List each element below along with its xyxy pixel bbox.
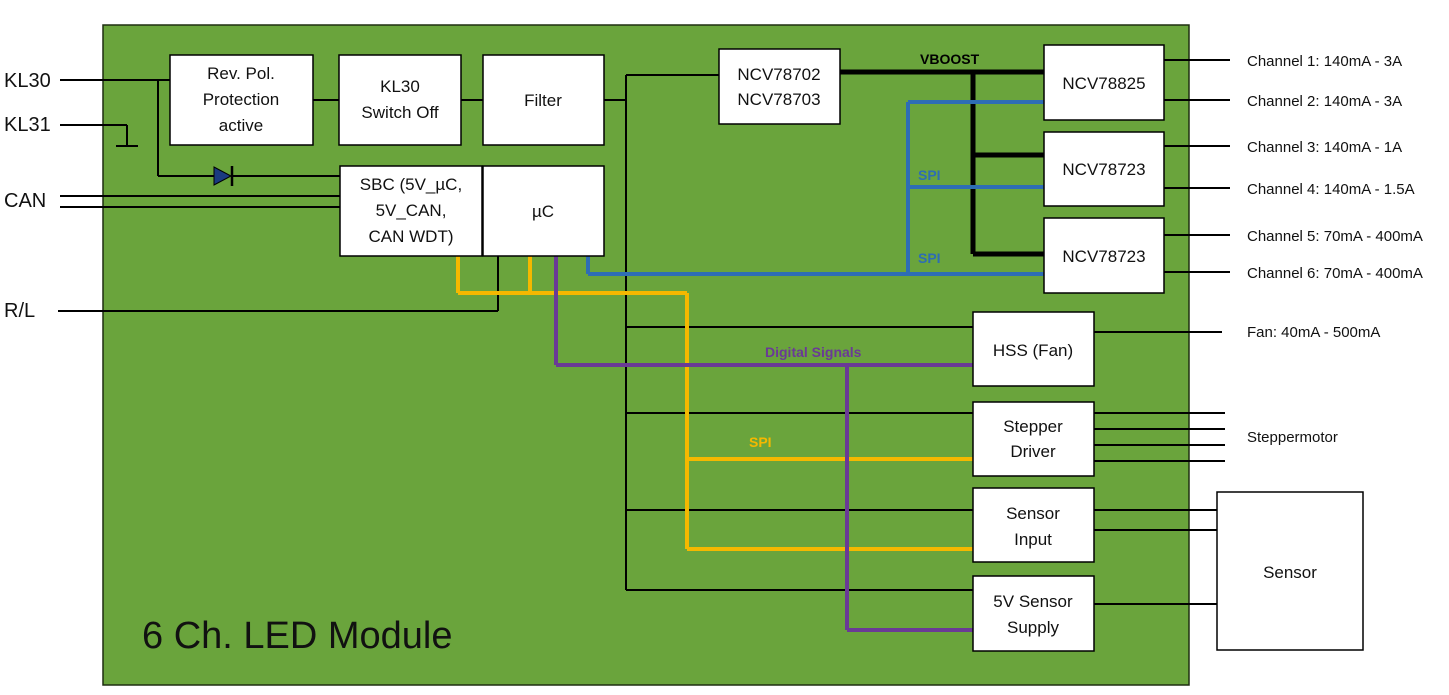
output-fan: Fan: 40mA - 500mA <box>1247 324 1380 341</box>
spi-bus-blue <box>586 100 1044 276</box>
block-ncv78723-b: NCV78723 <box>1043 217 1165 294</box>
svg-text:SBC (5V_µC,5V_CAN,CAN WDT): SBC (5V_µC,5V_CAN,CAN WDT) <box>360 175 462 246</box>
spi-bus-yellow <box>456 256 973 551</box>
input-can: CAN <box>4 190 46 212</box>
input-kl31: KL31 <box>4 114 51 136</box>
label-spi-blue-2: SPI <box>918 250 941 266</box>
block-hss-fan: HSS (Fan) <box>972 311 1095 387</box>
label-vboost: VBOOST <box>920 51 980 67</box>
input-kl30: KL30 <box>4 70 51 92</box>
output-stepper-motor: Steppermotor <box>1247 429 1338 446</box>
block-microcontroller: µC <box>482 165 605 257</box>
block-filter: Filter <box>482 54 605 146</box>
output-channel-3: Channel 3: 140mA - 1A <box>1247 139 1402 156</box>
digital-signals-bus <box>554 256 973 632</box>
block-ncv78825: NCV78825 <box>1043 44 1165 121</box>
block-sensor: Sensor <box>1216 491 1364 651</box>
output-channel-5: Channel 5: 70mA - 400mA <box>1247 228 1423 245</box>
power-wiring <box>58 59 1230 605</box>
svg-text:Sensor: Sensor <box>1263 563 1317 582</box>
module-title: 6 Ch. LED Module <box>142 615 453 657</box>
svg-text:NCV78723: NCV78723 <box>1062 247 1145 266</box>
label-digital-signals: Digital Signals <box>765 344 862 360</box>
svg-text:Filter: Filter <box>524 91 562 110</box>
output-channel-1: Channel 1: 140mA - 3A <box>1247 53 1402 70</box>
svg-text:µC: µC <box>532 202 554 221</box>
svg-text:NCV78723: NCV78723 <box>1062 160 1145 179</box>
svg-text:HSS (Fan): HSS (Fan) <box>993 341 1073 360</box>
block-ncv78723-a: NCV78723 <box>1043 131 1165 207</box>
label-spi-blue-1: SPI <box>918 167 941 183</box>
diode-icon <box>213 166 234 186</box>
input-rl: R/L <box>4 300 35 322</box>
label-spi-yellow: SPI <box>749 434 772 450</box>
svg-text:NCV78825: NCV78825 <box>1062 74 1145 93</box>
block-sbc: SBC (5V_µC,5V_CAN,CAN WDT) <box>339 165 483 257</box>
output-channel-2: Channel 2: 140mA - 3A <box>1247 93 1402 110</box>
output-channel-6: Channel 6: 70mA - 400mA <box>1247 265 1423 282</box>
vboost-bus <box>840 69 1044 257</box>
output-channel-4: Channel 4: 140mA - 1.5A <box>1247 181 1415 198</box>
